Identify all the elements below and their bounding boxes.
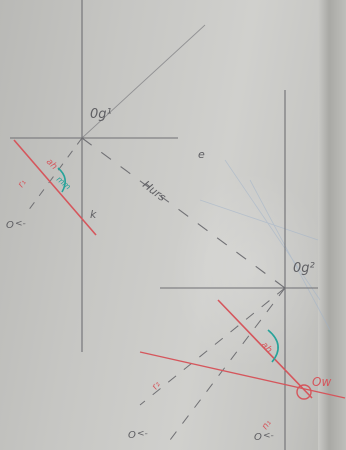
label-n1: n₁	[260, 418, 274, 432]
label-ah-1: ah	[44, 157, 59, 172]
faint-construction-lines	[199, 159, 331, 331]
label-og2: 0g²	[293, 261, 315, 276]
label-arrow-2: <-	[137, 429, 148, 439]
faint-line-1	[224, 159, 321, 301]
red-line-2	[217, 299, 313, 399]
label-hurs: Hurs	[140, 178, 168, 204]
faint-line-2	[249, 179, 331, 331]
label-ah-2: ah	[259, 340, 274, 355]
label-o-3: O	[254, 432, 262, 443]
label-arrow-3: <-	[263, 431, 274, 441]
label-ow: Ow	[312, 375, 331, 389]
red-circle	[296, 384, 312, 400]
label-o-1: O	[6, 220, 14, 231]
diagonal-line-top	[81, 24, 206, 139]
teal-arc-2	[267, 329, 279, 363]
dashed-left	[24, 137, 83, 216]
label-r2: r₂	[150, 380, 163, 392]
label-o-2: O	[128, 430, 136, 441]
label-e: e	[198, 148, 205, 161]
paper-fold	[318, 0, 346, 450]
red-line-1	[13, 139, 97, 236]
label-arrow-1: <-	[15, 219, 26, 229]
intersection-1	[10, 0, 178, 352]
intersection-2	[160, 90, 318, 450]
dashed-connector	[81, 137, 286, 289]
light-glare	[170, 170, 330, 370]
label-og1: 0g¹	[90, 107, 112, 122]
label-k: k	[90, 208, 97, 221]
teal-arc-1	[57, 167, 66, 193]
faint-line-3	[199, 199, 319, 241]
label-r1: r₁	[16, 178, 29, 190]
